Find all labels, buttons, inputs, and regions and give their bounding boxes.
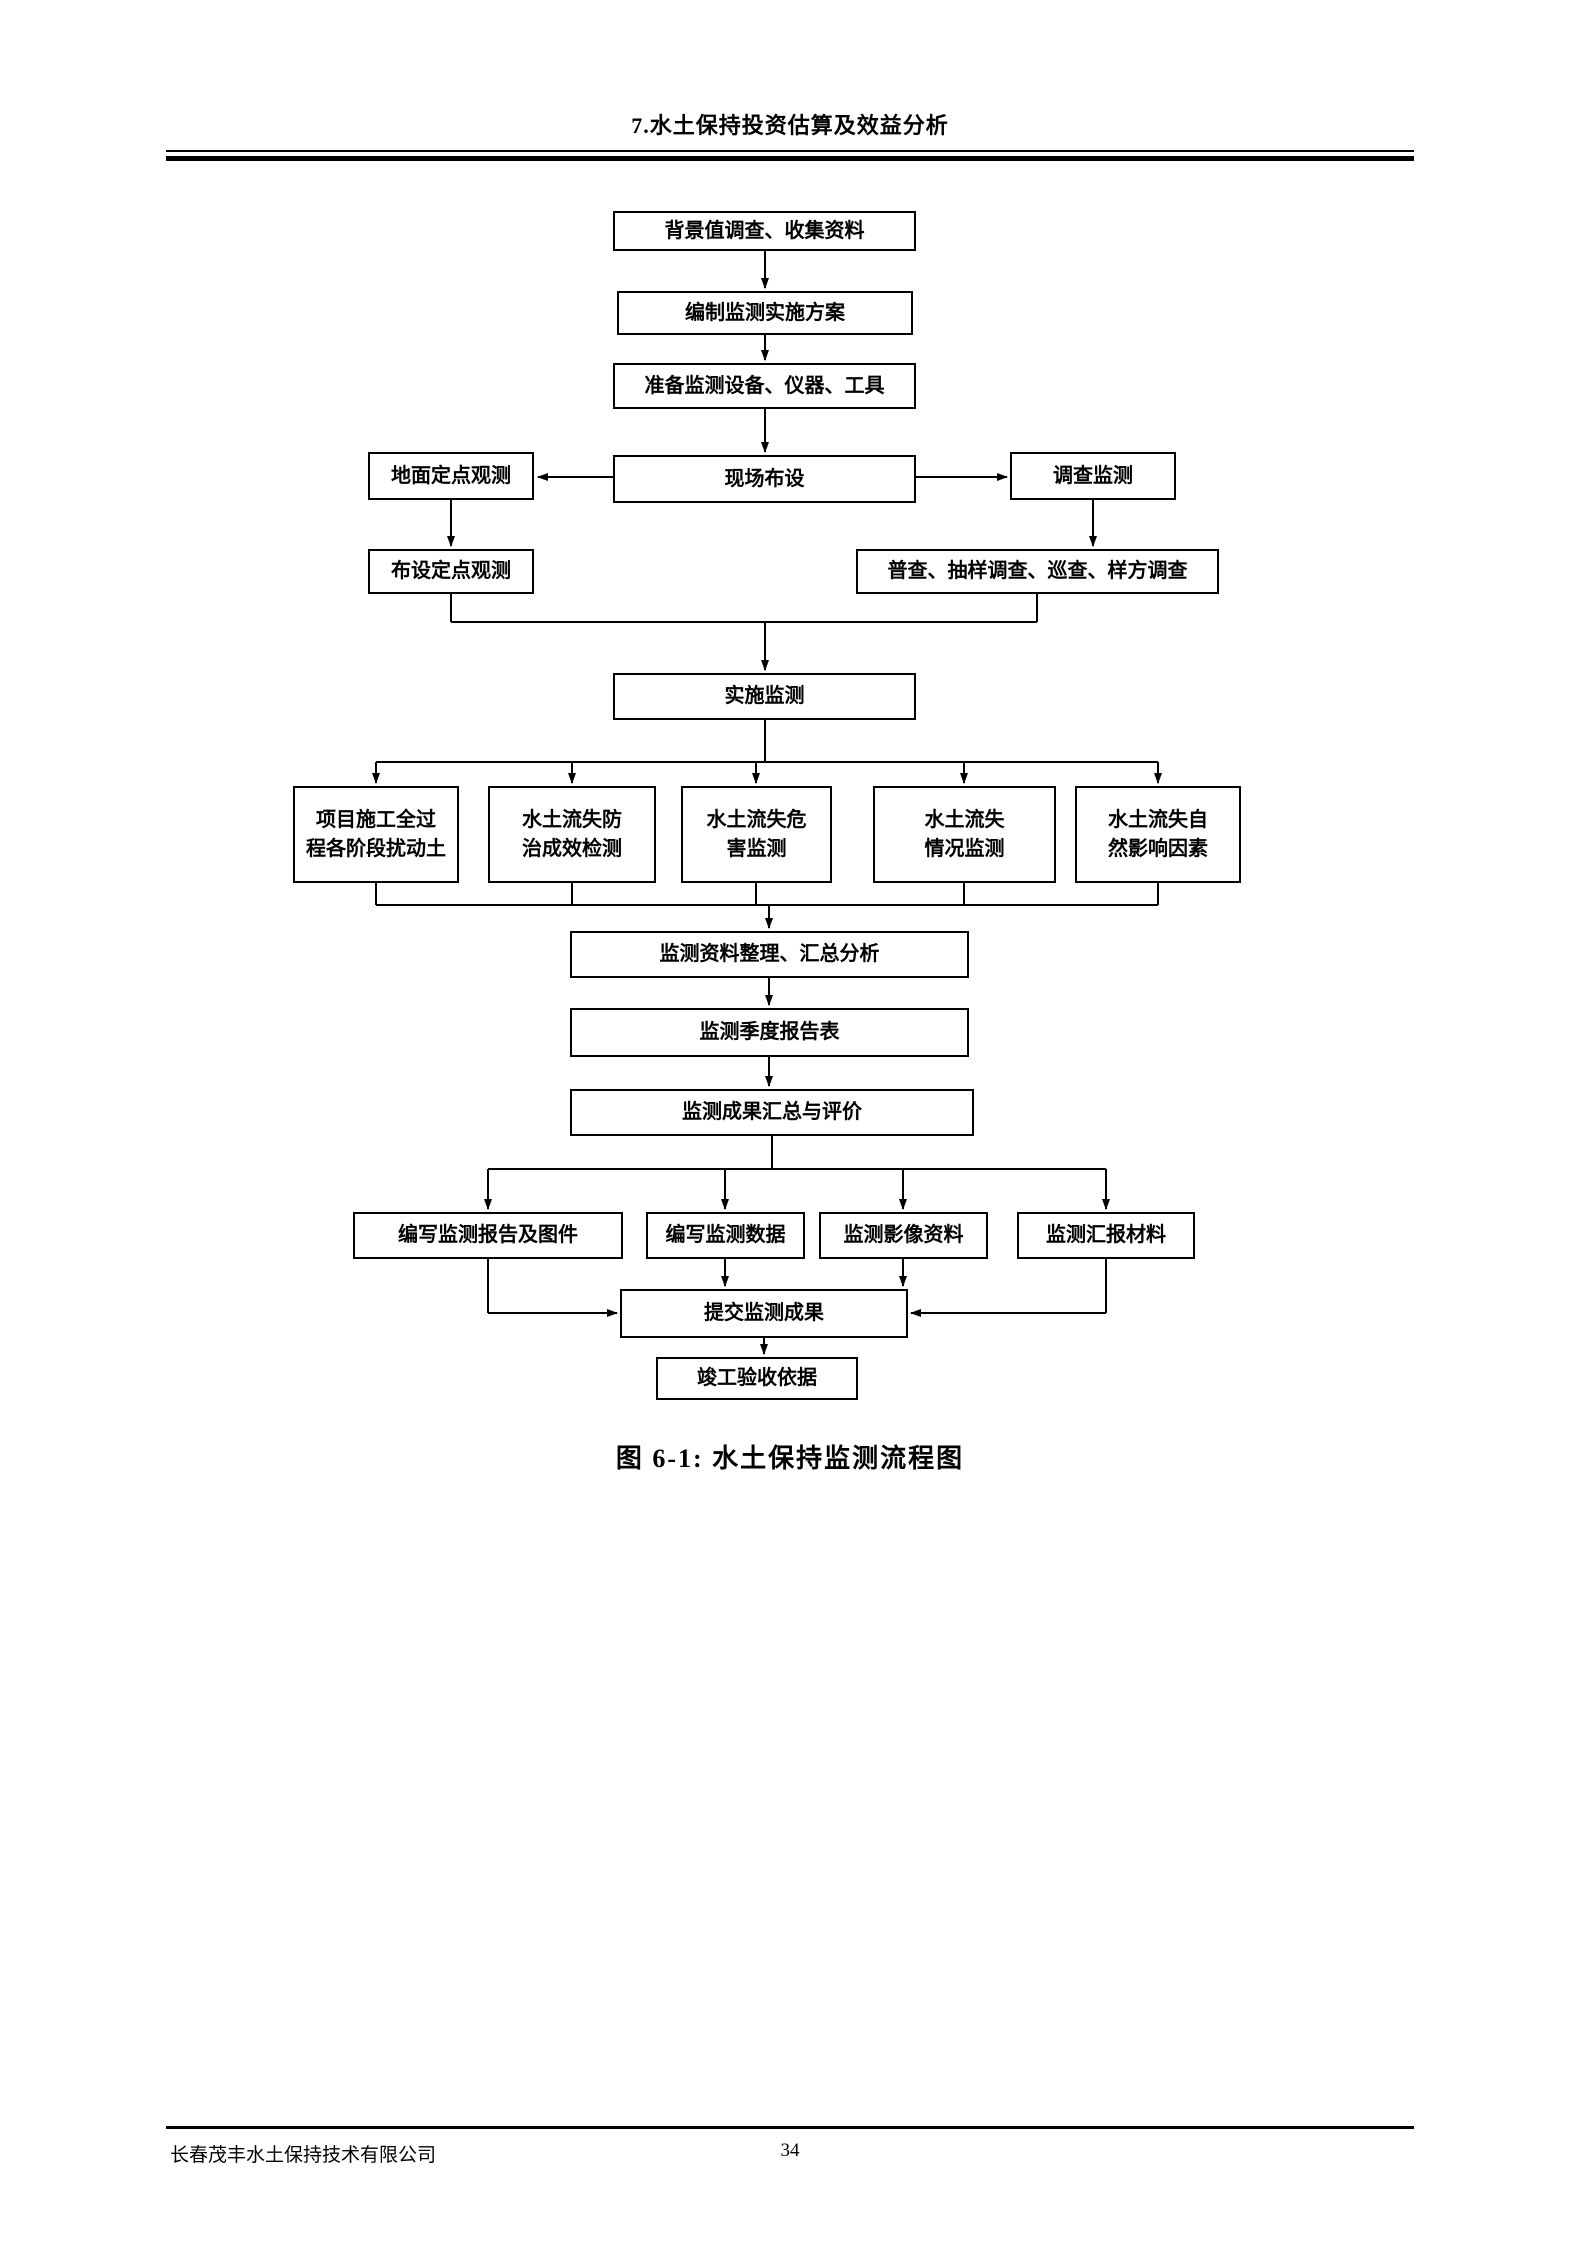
flow-node-briefing-materials: 监测汇报材料 — [1017, 1212, 1195, 1259]
flow-node-control-effect-inspection: 水土流失防 治成效检测 — [488, 786, 656, 883]
flow-node-monitoring-data: 编写监测数据 — [646, 1212, 805, 1259]
flow-node-results-evaluation: 监测成果汇总与评价 — [570, 1089, 974, 1136]
figure-caption: 图 6-1: 水土保持监测流程图 — [615, 1444, 965, 1473]
flow-node-fixed-point-layout: 布设定点观测 — [368, 549, 534, 594]
flow-node-submit-results: 提交监测成果 — [620, 1289, 908, 1338]
flow-node-erosion-hazard-monitoring: 水土流失危 害监测 — [681, 786, 832, 883]
flow-node-erosion-status-monitoring: 水土流失 情况监测 — [873, 786, 1056, 883]
distribution-line-five — [376, 720, 1158, 763]
merge-line-collate — [375, 883, 1159, 906]
flow-node-quarterly-report: 监测季度报告表 — [570, 1008, 969, 1057]
page-header-title: 7.水土保持投资估算及效益分析 — [631, 113, 949, 138]
flow-node-natural-factors: 水土流失自 然影响因素 — [1075, 786, 1241, 883]
footer-company-name: 长春茂丰水土保持技术有限公司 — [170, 2145, 437, 2166]
flow-node-construction-disturbance: 项目施工全过 程各阶段扰动土 — [293, 786, 459, 883]
flow-node-implement-monitoring: 实施监测 — [613, 673, 916, 720]
flow-node-survey-monitoring: 调查监测 — [1010, 452, 1176, 500]
flow-node-census-sampling: 普查、抽样调查、巡查、样方调查 — [856, 549, 1219, 594]
page-number: 34 — [780, 2140, 800, 2161]
merge-line-implement — [450, 594, 1038, 623]
header-rule — [166, 150, 1414, 161]
flow-node-background-survey: 背景值调查、收集资料 — [613, 211, 916, 251]
footer-rule — [166, 2126, 1414, 2129]
flow-node-completion-acceptance: 竣工验收依据 — [656, 1357, 858, 1400]
flow-node-monitoring-plan: 编制监测实施方案 — [617, 291, 913, 335]
flow-node-data-collation: 监测资料整理、汇总分析 — [570, 931, 969, 978]
submit-side-lines — [487, 1259, 1107, 1313]
flow-node-site-layout: 现场布设 — [613, 455, 916, 503]
flow-node-prepare-equipment: 准备监测设备、仪器、工具 — [613, 363, 916, 409]
flow-node-ground-fixed-observation: 地面定点观测 — [368, 452, 534, 500]
flow-node-image-materials: 监测影像资料 — [819, 1212, 988, 1259]
flow-node-report-and-maps: 编写监测报告及图件 — [353, 1212, 623, 1259]
distribution-line-four — [488, 1136, 1106, 1170]
